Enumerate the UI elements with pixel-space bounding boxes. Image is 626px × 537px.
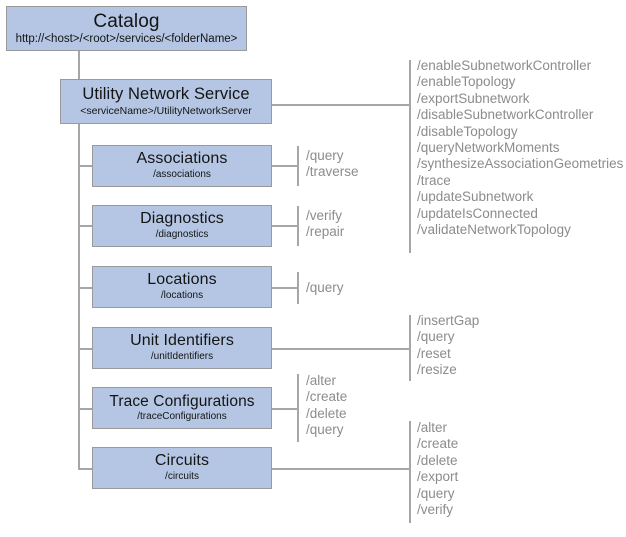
- node-circuits-title: Circuits: [154, 452, 210, 470]
- connector-diagnostics-to-ops: [272, 225, 298, 227]
- connector-locations-to-ops: [272, 287, 298, 289]
- operation-list-associations: /query/traverse: [306, 148, 359, 181]
- opbar-diagnostics: [297, 206, 299, 246]
- operation-list-diagnostics: /verify/repair: [306, 208, 344, 241]
- operation-item: /delete: [417, 452, 458, 468]
- operation-item: /disableTopology: [417, 123, 518, 139]
- operation-item: /traverse: [306, 164, 359, 180]
- node-trace-configurations[interactable]: Trace Configurations /traceConfiguration…: [92, 387, 272, 429]
- node-associations-title: Associations: [136, 150, 228, 168]
- operation-item: /enableTopology: [417, 74, 516, 90]
- operation-item: /reset: [417, 345, 451, 361]
- node-service-title: Utility Network Service: [82, 85, 250, 104]
- operation-item: /queryNetworkMoments: [417, 140, 560, 156]
- node-locations-title: Locations: [147, 271, 217, 289]
- operation-item: /query: [417, 329, 455, 345]
- node-unit-identifiers[interactable]: Unit Identifiers /unitIdentifiers: [92, 327, 272, 369]
- operation-list-trace-configurations: /alter/create/delete/query: [306, 373, 347, 439]
- node-associations[interactable]: Associations /associations: [92, 145, 272, 187]
- operation-item: /exportSubnetwork: [417, 90, 530, 106]
- operation-item: /query: [306, 422, 344, 438]
- operation-item: /disableSubnetworkController: [417, 107, 594, 123]
- node-service-path: <serviceName>/UtilityNetworkServer: [80, 104, 252, 117]
- operation-list-locations: /query: [306, 280, 344, 296]
- connector-service-to-ops: [272, 104, 410, 106]
- opbar-traceconfigs: [297, 374, 299, 442]
- node-unitids-title: Unit Identifiers: [130, 332, 234, 350]
- node-associations-path: /associations: [153, 169, 211, 181]
- node-diagnostics[interactable]: Diagnostics /diagnostics: [92, 205, 272, 247]
- operation-item: /delete: [306, 405, 347, 421]
- operation-list-unit-identifiers: /insertGap/query/reset/resize: [417, 313, 479, 379]
- operation-item: /verify: [417, 502, 454, 518]
- operation-item: /enableSubnetworkController: [417, 58, 592, 73]
- opbar-unitids: [409, 315, 411, 381]
- operation-item: /updateIsConnected: [417, 205, 538, 221]
- operation-item: /export: [417, 469, 459, 485]
- connector-associations-to-ops: [272, 165, 298, 167]
- operation-item: /create: [417, 436, 459, 452]
- opbar-locations: [297, 272, 299, 304]
- operation-item: /updateSubnetwork: [417, 189, 534, 205]
- operation-item: /insertGap: [417, 313, 480, 328]
- operation-item: /verify: [306, 208, 343, 223]
- operation-item: /synthesizeAssociationGeometries: [417, 156, 624, 172]
- operation-item: /alter: [417, 420, 448, 435]
- node-diagnostics-path: /diagnostics: [155, 229, 209, 241]
- node-catalog-title: Catalog: [93, 10, 160, 32]
- node-catalog-path: http://<host>/<root>/services/<folderNam…: [15, 33, 238, 46]
- operation-list-service: /enableSubnetworkController/enableTopolo…: [417, 58, 623, 238]
- operation-item: /query: [417, 485, 455, 501]
- node-locations[interactable]: Locations /locations: [92, 266, 272, 308]
- node-circuits[interactable]: Circuits /circuits: [92, 447, 272, 489]
- operation-item: /create: [306, 389, 348, 405]
- opbar-service: [409, 60, 411, 253]
- node-traceconfigs-title: Trace Configurations: [109, 392, 255, 410]
- node-locations-path: /locations: [160, 290, 204, 302]
- connector-circuits-to-ops: [272, 468, 410, 470]
- connector-traceconfigs-to-ops: [272, 408, 298, 410]
- connector-service-trunk: [78, 124, 80, 469]
- operation-list-circuits: /alter/create/delete/export/query/verify: [417, 420, 458, 518]
- operation-item: /validateNetworkTopology: [417, 222, 571, 238]
- operation-item: /alter: [306, 373, 337, 388]
- connector-unitids-to-ops: [272, 348, 410, 350]
- operation-item: /trace: [417, 172, 451, 188]
- node-unitids-path: /unitIdentifiers: [150, 351, 214, 363]
- operation-item: /query: [306, 280, 344, 295]
- node-diagnostics-title: Diagnostics: [140, 210, 224, 228]
- operation-item: /repair: [306, 224, 345, 240]
- node-traceconfigs-path: /traceConfigurations: [137, 410, 227, 422]
- opbar-associations: [297, 146, 299, 186]
- connector-catalog-down: [78, 51, 80, 101]
- opbar-circuits: [409, 421, 411, 523]
- node-catalog[interactable]: Catalog http://<host>/<root>/services/<f…: [6, 6, 247, 51]
- node-circuits-path: /circuits: [165, 471, 199, 483]
- operation-item: /resize: [417, 362, 457, 378]
- operation-item: /query: [306, 148, 344, 163]
- node-utility-network-service[interactable]: Utility Network Service <serviceName>/Ut…: [60, 79, 272, 124]
